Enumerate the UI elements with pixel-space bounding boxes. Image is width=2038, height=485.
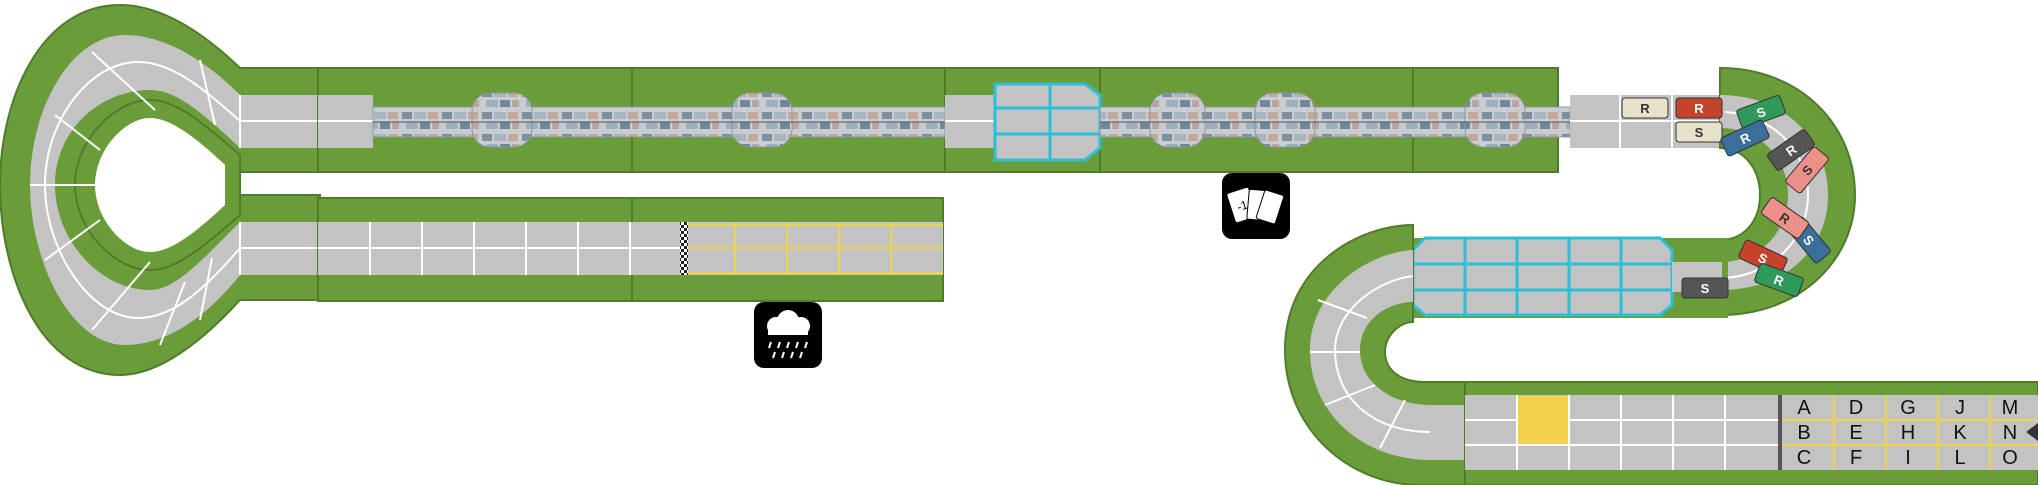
- car-chip[interactable]: S: [1675, 121, 1723, 143]
- grid-slot-letter: B: [1797, 422, 1810, 444]
- car-chip[interactable]: R: [1621, 97, 1669, 119]
- top-straight: [317, 67, 1725, 173]
- car-chip-letter: S: [1701, 281, 1710, 296]
- car-chip[interactable]: R: [1760, 197, 1809, 240]
- rain-cloud-icon: [754, 302, 822, 368]
- grid-slot-letter: L: [1954, 447, 1965, 469]
- grid-slot-letter: G: [1900, 397, 1916, 419]
- car-chip[interactable]: S: [1736, 95, 1786, 130]
- left-hairpin: [0, 3, 321, 377]
- car-chip-letter: R: [1640, 101, 1650, 116]
- bottom-right-straight: [1464, 381, 2038, 485]
- grid-slot-letter: H: [1901, 422, 1915, 444]
- middle-straight: [1411, 236, 1728, 318]
- grid-slot-letter: O: [2002, 447, 2018, 469]
- car-chip[interactable]: R: [1766, 129, 1815, 172]
- car-chip[interactable]: R: [1720, 119, 1770, 157]
- car-chip[interactable]: S: [1785, 146, 1830, 194]
- car-chip[interactable]: R: [1675, 97, 1723, 119]
- grid-slot-letter: A: [1797, 397, 1811, 419]
- grid-slot-letter: I: [1905, 447, 1911, 469]
- finish-straight: [317, 197, 944, 302]
- grid-slot-letter: C: [1797, 447, 1811, 469]
- car-chip-letter: R: [1694, 101, 1704, 116]
- grid-slot-letter: F: [1850, 447, 1862, 469]
- car-chip[interactable]: S: [1681, 277, 1729, 299]
- grid-slot-letter: E: [1849, 422, 1862, 444]
- cards-icon: -1: [1222, 173, 1290, 239]
- grid-slot-letter: N: [2003, 422, 2017, 444]
- car-chip-letter: S: [1695, 125, 1704, 140]
- grid-slot-letter: M: [2002, 397, 2019, 419]
- car-chip[interactable]: R: [1754, 263, 1804, 298]
- svg-text:-1: -1: [1235, 198, 1250, 215]
- starting-grid-letters: A D G J M B E H K N C F I L O: [1797, 397, 2019, 469]
- grid-slot-letter: J: [1955, 397, 1965, 419]
- grid-arrow-icon: [2026, 423, 2038, 441]
- grid-slot-letter: D: [1849, 397, 1863, 419]
- grid-slot-letter: K: [1953, 422, 1967, 444]
